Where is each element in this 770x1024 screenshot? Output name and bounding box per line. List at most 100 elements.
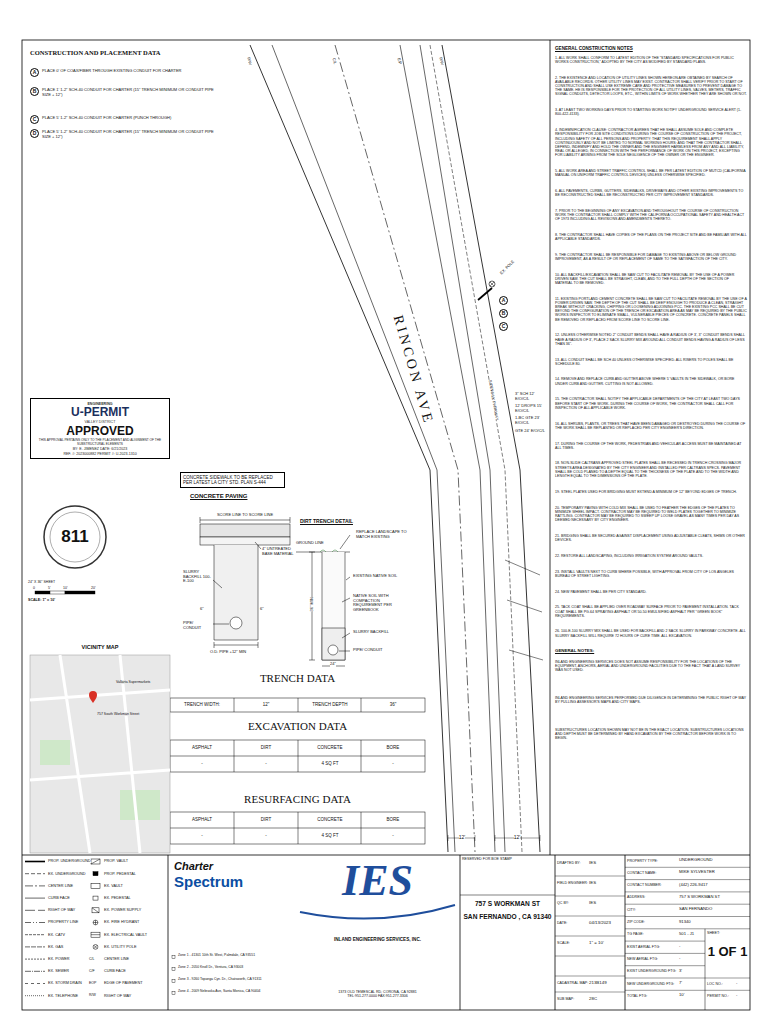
- field-name: CADASTRAL MAP:: [557, 981, 588, 985]
- callout-circle: A: [499, 296, 508, 305]
- field-value: 1" = 10': [589, 940, 604, 945]
- label-group: TRENCH DATA: [170, 672, 425, 685]
- label-group: IES: [589, 880, 623, 885]
- table-title: EXCAVATION DATA: [248, 720, 347, 733]
- callout: GTE 24' E/O/C/L: [515, 429, 545, 434]
- label-group: INLAND ENGINEERING SERVICES, INC.: [300, 937, 455, 942]
- label-group: 10': [63, 586, 75, 590]
- construction-note: 23. INSTALL VAULTS NEXT TO CURB WHERE PO…: [555, 570, 747, 578]
- label-group: NEW AERIAL FTG:: [627, 957, 679, 961]
- label-group: 1373 OLD TEMESCAL RD, CORONA, CA 92881TE…: [300, 990, 455, 998]
- legend-text: EX. TELEPHONE: [48, 994, 78, 998]
- detail-label: EXISTING NATIVE SOIL: [353, 574, 397, 579]
- node-text: ENGINEERING: [34, 402, 166, 406]
- label-group: Zone 4 - 2009 Nebraska Ave, Santa Monica…: [178, 990, 296, 994]
- dirt-trench-detail: [296, 535, 350, 666]
- dimension: 24": [330, 662, 336, 667]
- label-group: -: [362, 833, 424, 838]
- callout: 12' DROPS 15' E/O/C/L: [515, 404, 549, 413]
- placement-note: PLACE 0' OF COAX/FIBER THROUGH EXISTING …: [42, 69, 181, 74]
- legend-text: PROP. UNDERGROUND: [48, 859, 91, 863]
- detail-label: NATIVE SOIL WITH COMPACTION REQUIREMENT …: [353, 594, 408, 612]
- label-group: 7': [679, 981, 703, 986]
- label-group: 36" MIN: [310, 589, 315, 619]
- label-group: DATE:: [557, 921, 589, 925]
- legend-sample: [93, 945, 98, 950]
- company-logo-art: [172, 905, 455, 995]
- label-group: 5': [48, 586, 58, 590]
- label-group: -: [235, 761, 297, 766]
- construction-note: 21. BRIDGING SHALL BE SECURED AGAINST DI…: [555, 534, 747, 542]
- label-group: 4" UNTREATED BASE MATERIAL: [262, 547, 294, 556]
- field-name: CONTACT NUMBER:: [627, 883, 662, 887]
- legend-sample: [91, 932, 100, 937]
- detail-label: PIPE/ CONDUIT: [183, 621, 212, 630]
- legend-text: RIGHT OF WAY: [48, 908, 75, 912]
- label-group: C/L: [89, 957, 103, 961]
- field-value: 213B149: [589, 980, 607, 985]
- label-group: DIRT: [235, 745, 297, 750]
- label-group: PLACE 0' OF COAX/FIBER THROUGH EXISTING …: [42, 69, 217, 74]
- label-group: LOC NO.:: [707, 982, 735, 986]
- detail-label: SLURRY BACKFILL: [353, 630, 389, 635]
- note-box: CONCRETE SIDEWALK TO BE REPLACED PER LAT…: [180, 472, 285, 488]
- construction-note: 24. NEW PAVEMENT SHALL BE PER CITY STAND…: [555, 590, 647, 594]
- construction-note: 9. THE CONTRACTOR SHALL BE RESPONSIBLE F…: [555, 253, 747, 261]
- label-group: 6": [200, 607, 212, 612]
- construction-note: 1. ALL WORK SHALL CONFORM TO LATEST EDIT…: [555, 56, 747, 64]
- legend-text: RIGHT OF WAY: [104, 994, 131, 998]
- field-value: SAN FERNANDO: [679, 907, 712, 912]
- label-group: R/W: [437, 53, 446, 70]
- label-group: CONCRETE: [299, 745, 361, 750]
- label-group: SLURRY BACKFILL: [353, 630, 398, 635]
- label-group: -: [736, 993, 748, 998]
- field-value: MIKE SYLVESTER: [679, 870, 715, 875]
- node-text: B: [502, 311, 506, 316]
- label-group: E/P: [395, 53, 404, 70]
- construction-note: 22. RESTORE ALL LANDSCAPING, INCLUDING I…: [555, 554, 703, 558]
- legend-text: EX. UTILITY POLE: [104, 945, 136, 949]
- street-name: RINCON AVE: [390, 313, 437, 426]
- general-note: INLAND ENGINEERING SERVICES DOES NOT ASS…: [555, 660, 747, 672]
- site-address: 757 S WORKMAN ST: [475, 900, 540, 908]
- legend-text: EX. POWER: [48, 957, 70, 961]
- table-cell: -: [392, 761, 394, 766]
- call-811-logo: [44, 506, 106, 568]
- detail-label: SLURRY BACKFILL 100-E-100: [183, 570, 213, 584]
- dimension: 12': [459, 835, 466, 841]
- concrete-paving-detail: [200, 517, 290, 648]
- field-name: ZIP CODE:: [627, 920, 645, 924]
- label-group: TRENCH DEPTH: [299, 702, 361, 707]
- field-value: (442) 226-9417: [679, 883, 708, 888]
- legend-sample: [25, 910, 45, 911]
- node-text: THIS APPROVAL PERTAINS ONLY TO THE PLACE…: [34, 439, 166, 446]
- scale-bar: [35, 591, 95, 594]
- label-group: PIPE/ CONDUIT: [353, 648, 383, 653]
- label-group: RINCON AVE: [383, 291, 443, 449]
- construction-note: 12. UNLESS OTHERWISE NOTED 2" CONDUIT BE…: [555, 333, 747, 345]
- brand-logo: Charter: [174, 860, 213, 873]
- pole-label: EX. POLE: [499, 260, 515, 276]
- label-group: CONSTRUCTION AND PLACEMENT DATA: [30, 49, 250, 56]
- sheet-box: SHEET:1 OF 1: [705, 929, 750, 978]
- table-cell: 36": [390, 702, 397, 707]
- label-group: INLAND ENGINEERING SERVICES DOES NOT ASS…: [555, 660, 747, 740]
- label-group: C/L: [330, 53, 339, 70]
- field-name: EXIST UNDERGROUND FTG:: [627, 969, 676, 973]
- label-group: 4 SQ FT: [299, 833, 361, 838]
- legend-text: EX. ELECTRICAL VAULT: [104, 933, 147, 937]
- label-group: GROUND LINE: [296, 541, 336, 546]
- node-text: D: [33, 131, 37, 136]
- field-name: SUB MAP:: [557, 997, 574, 1001]
- construction-note: 3. AT LEAST TWO WORKING DAYS PRIOR TO ST…: [555, 108, 747, 116]
- legend-text: EX. CATV: [48, 933, 65, 937]
- label-group: 36": [362, 702, 424, 707]
- legend-text: EX. UNDERGROUND: [48, 872, 86, 876]
- construction-note: 2. THE EXISTENCE AND LOCATION OF UTILITY…: [555, 76, 747, 97]
- placement-note: PLACE 5' 1-2" SCH-40 CONDUIT FOR CHARTER…: [42, 116, 171, 121]
- label-group: BORE: [362, 745, 424, 750]
- table-cell: BORE: [387, 745, 400, 750]
- label-group: EXCAVATION DATA: [170, 720, 425, 733]
- label-group: SCALE:: [557, 941, 589, 945]
- company-logo: IES: [342, 856, 413, 907]
